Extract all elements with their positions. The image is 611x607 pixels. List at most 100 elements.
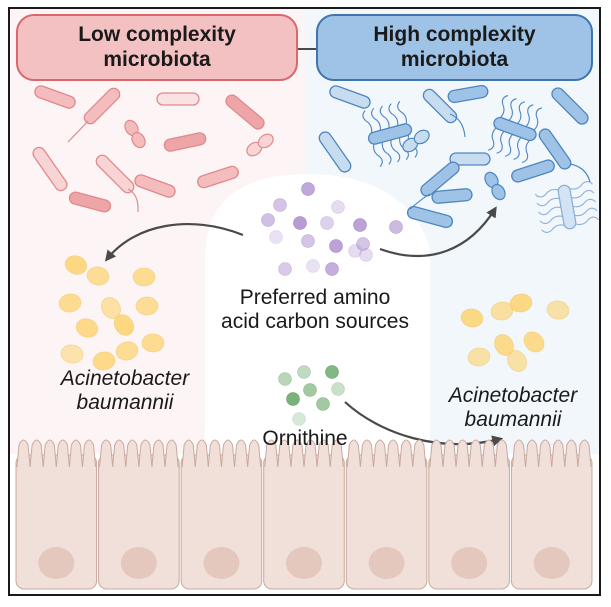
microvilli [511,439,592,468]
acinetobacter-label-left: Acinetobacter baumannii [20,367,230,415]
amino-acid-dot [329,239,343,253]
ornithine-dot [325,365,339,379]
amino-acid-dot [306,259,320,273]
rod-bacterium [538,128,572,170]
amino-acid-dot [301,234,315,248]
acinetobacter-cell [141,333,165,353]
epithelial-cell [263,439,345,590]
amino-acid-dot [356,237,370,251]
acinetobacter-cell [132,267,156,287]
amino-acid-dot [348,244,362,258]
acinetobacter-cell [58,293,82,313]
acinetobacter-cell [523,331,545,353]
acinetobacter-cell [546,300,570,320]
microvilli [264,439,344,468]
low-complexity-microbiota-box: Low complexity microbiota [16,14,298,81]
rod-bacterium [197,165,239,189]
rod-bacterium [68,191,112,213]
rod-bacterium [134,174,176,198]
cell-body [345,454,428,590]
ornithine-molecules [278,365,345,426]
cell-nucleus [286,547,322,579]
amino-acid-label: Preferred amino acid carbon sources [200,286,430,334]
amino-acid-dot [325,262,339,276]
flagellum [67,120,89,143]
high-box-title-line2: microbiota [400,47,509,71]
rod-bacterium [551,87,589,125]
amino-acid-dot [273,198,287,212]
diagram-artwork [10,9,599,590]
rod-bacterium [511,159,555,183]
cell-nucleus [38,547,75,579]
amino-acid-dot [261,213,275,227]
cell-nucleus [533,547,570,579]
arrow-amino-to-high-microbiota [379,206,497,257]
ornithine-dot [278,372,292,386]
ornithine-dot [303,383,317,397]
rod-bacterium [431,188,473,204]
rod-bacterium [422,88,458,124]
cell-body [510,454,593,590]
cell-body [180,454,263,590]
rod-bacterium [329,85,371,109]
species-right-line1: Acinetobacter [448,384,578,407]
acinetobacter-cell [460,308,484,328]
rod-bacterium [406,205,454,229]
microvilli [346,439,427,468]
rod-bacterium [34,85,76,109]
rod-bacterium [163,132,207,152]
acinetobacter-cell [92,351,116,371]
amino-acid-molecules [261,182,403,276]
acinetobacter-cell [507,350,527,372]
epithelial-cell [15,439,98,590]
lumen-center-region [205,174,430,454]
rod-bacterium [447,84,489,104]
epithelial-cell [345,439,428,590]
high-box-title-line1: High complexity [373,23,536,47]
cell-body [15,454,98,590]
acinetobacter-cell [60,344,84,364]
flagellum [127,188,139,213]
epithelial-cell [98,439,180,590]
amino-acid-dot [278,262,292,276]
ornithine-dot [292,412,306,426]
intestinal-epithelium [15,439,593,590]
cell-body [263,454,345,590]
microvilli [181,439,262,468]
rod-bacterium [156,92,200,106]
rod-bacterium [83,87,121,125]
acinetobacter-cells-left [58,255,165,371]
amino-acid-dot [301,182,315,196]
microvilli [429,439,509,468]
diplococcus-bacterium [124,119,146,149]
rod-bacterium [420,161,460,197]
microvilli [99,439,179,468]
flagellated-bacterium [488,95,542,163]
epithelial-cell [510,439,593,590]
species-left-line1: Acinetobacter [60,367,190,390]
cell-nucleus [120,547,157,579]
rod-bacterium [225,94,265,130]
amino-acid-dot [353,218,367,232]
low-box-title-line2: microbiota [103,47,211,71]
acinetobacter-cell [113,314,135,336]
amino-acid-dot [269,230,283,244]
flagellum [409,193,431,210]
rod-bacterium [32,146,68,192]
acinetobacter-cell [115,341,139,361]
ornithine-dot [331,382,345,396]
acinetobacter-cell [64,255,88,275]
cell-body [428,454,510,590]
amino-acid-dot [331,200,345,214]
low-complexity-bacteria [32,85,274,213]
acinetobacter-cell [509,293,533,313]
cell-nucleus [203,547,240,579]
flagellum [449,113,466,138]
flagellum [569,163,591,183]
rod-bacterium [449,152,491,166]
cell-nucleus [451,547,488,579]
acinetobacter-cell [75,318,99,338]
acinetobacter-cell [467,347,491,367]
ornithine-label: Ornithine [262,427,348,450]
diplococcus-bacterium [484,171,506,201]
